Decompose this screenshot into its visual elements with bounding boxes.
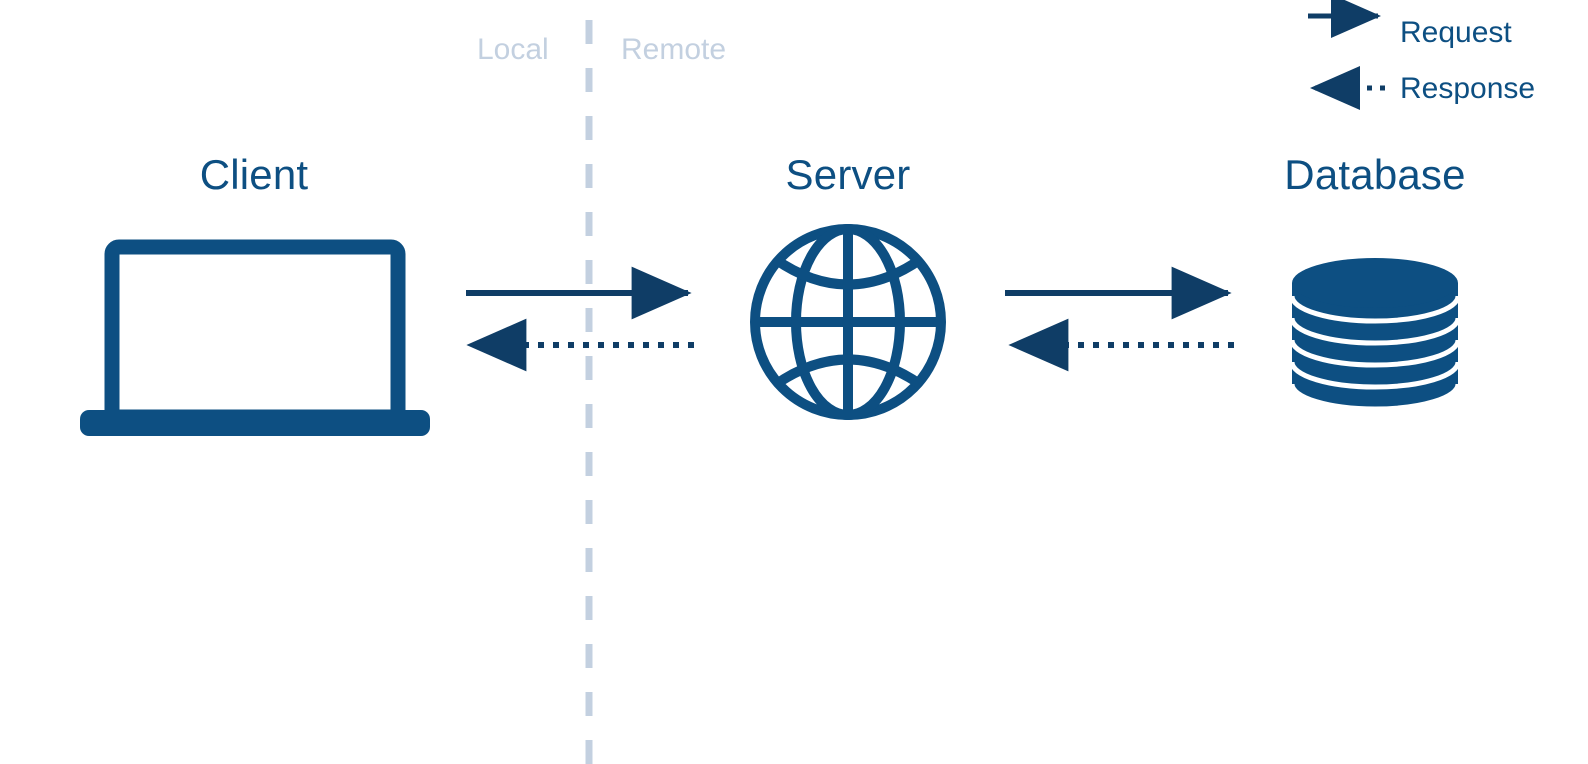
database-cylinder-icon bbox=[1289, 258, 1461, 412]
legend-label-request: Request bbox=[1400, 16, 1512, 49]
globe-icon bbox=[750, 224, 946, 420]
zone-label-local: Local bbox=[477, 33, 549, 66]
zone-label-remote: Remote bbox=[621, 33, 727, 66]
node-title-database: Database bbox=[1284, 151, 1466, 198]
node-title-client: Client bbox=[199, 151, 309, 198]
laptop-icon bbox=[80, 239, 430, 436]
node-title-server: Server bbox=[785, 151, 911, 198]
legend-label-response: Response bbox=[1400, 72, 1536, 105]
